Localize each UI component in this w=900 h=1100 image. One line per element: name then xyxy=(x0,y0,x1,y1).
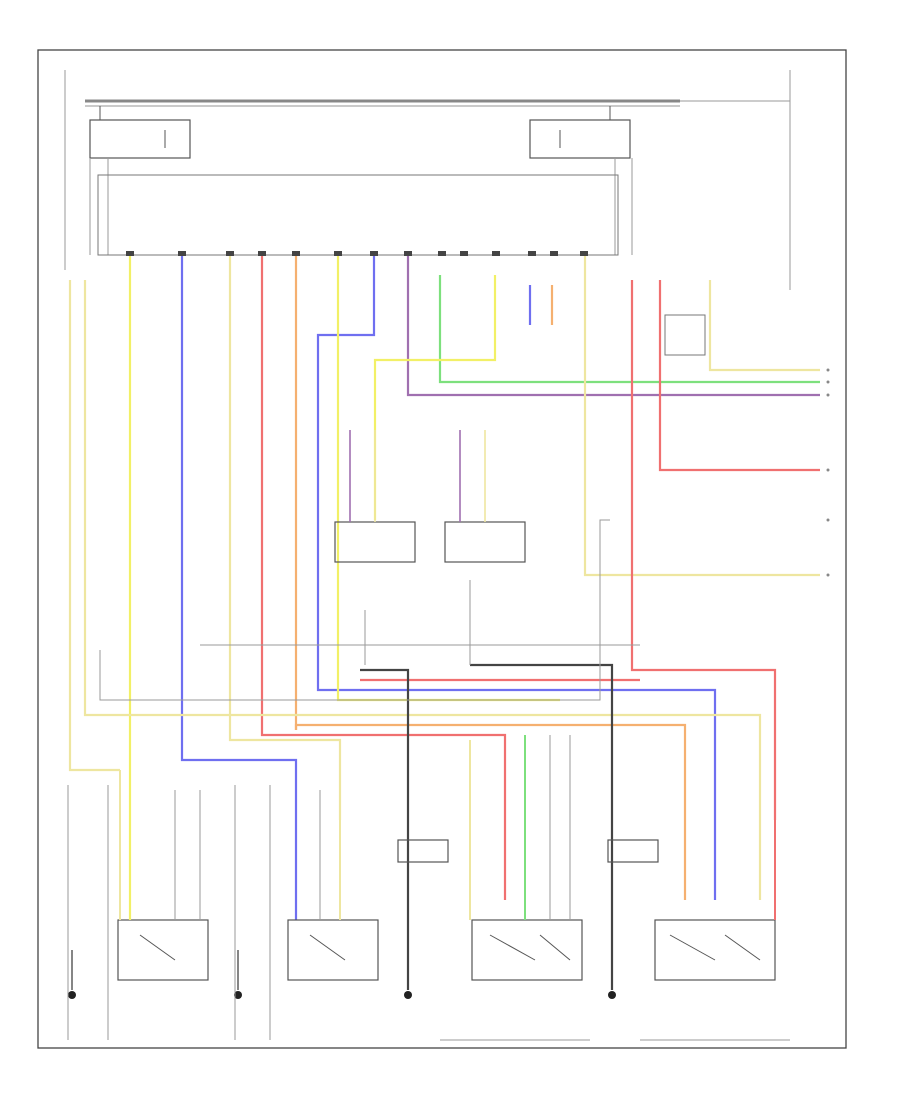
right-edge-markers xyxy=(826,368,830,577)
right-rear-door-lock-actuator xyxy=(287,919,379,981)
inline-connectors xyxy=(397,839,659,863)
ground-3 xyxy=(404,991,412,999)
wire-harness xyxy=(68,256,820,990)
actuator-feed-wires xyxy=(119,735,776,920)
module-connector-pins xyxy=(126,251,588,256)
ground-2 xyxy=(234,950,242,999)
driver-lock-switch-left xyxy=(334,430,416,563)
passenger-door-lock-actuator xyxy=(654,919,776,981)
left-rear-door-lock-actuator xyxy=(117,820,209,981)
ground-1 xyxy=(68,950,76,999)
main-relay-right xyxy=(529,106,633,255)
small-module-right xyxy=(664,314,706,356)
control-module xyxy=(97,174,619,256)
power-bus xyxy=(64,70,791,290)
main-relay-left xyxy=(89,106,191,255)
driver-lock-switch-right xyxy=(444,430,526,563)
actuator-frames xyxy=(67,785,790,1041)
driver-door-lock-actuator xyxy=(471,919,583,981)
ground-4 xyxy=(608,991,616,999)
diagram-frame xyxy=(37,49,847,1049)
